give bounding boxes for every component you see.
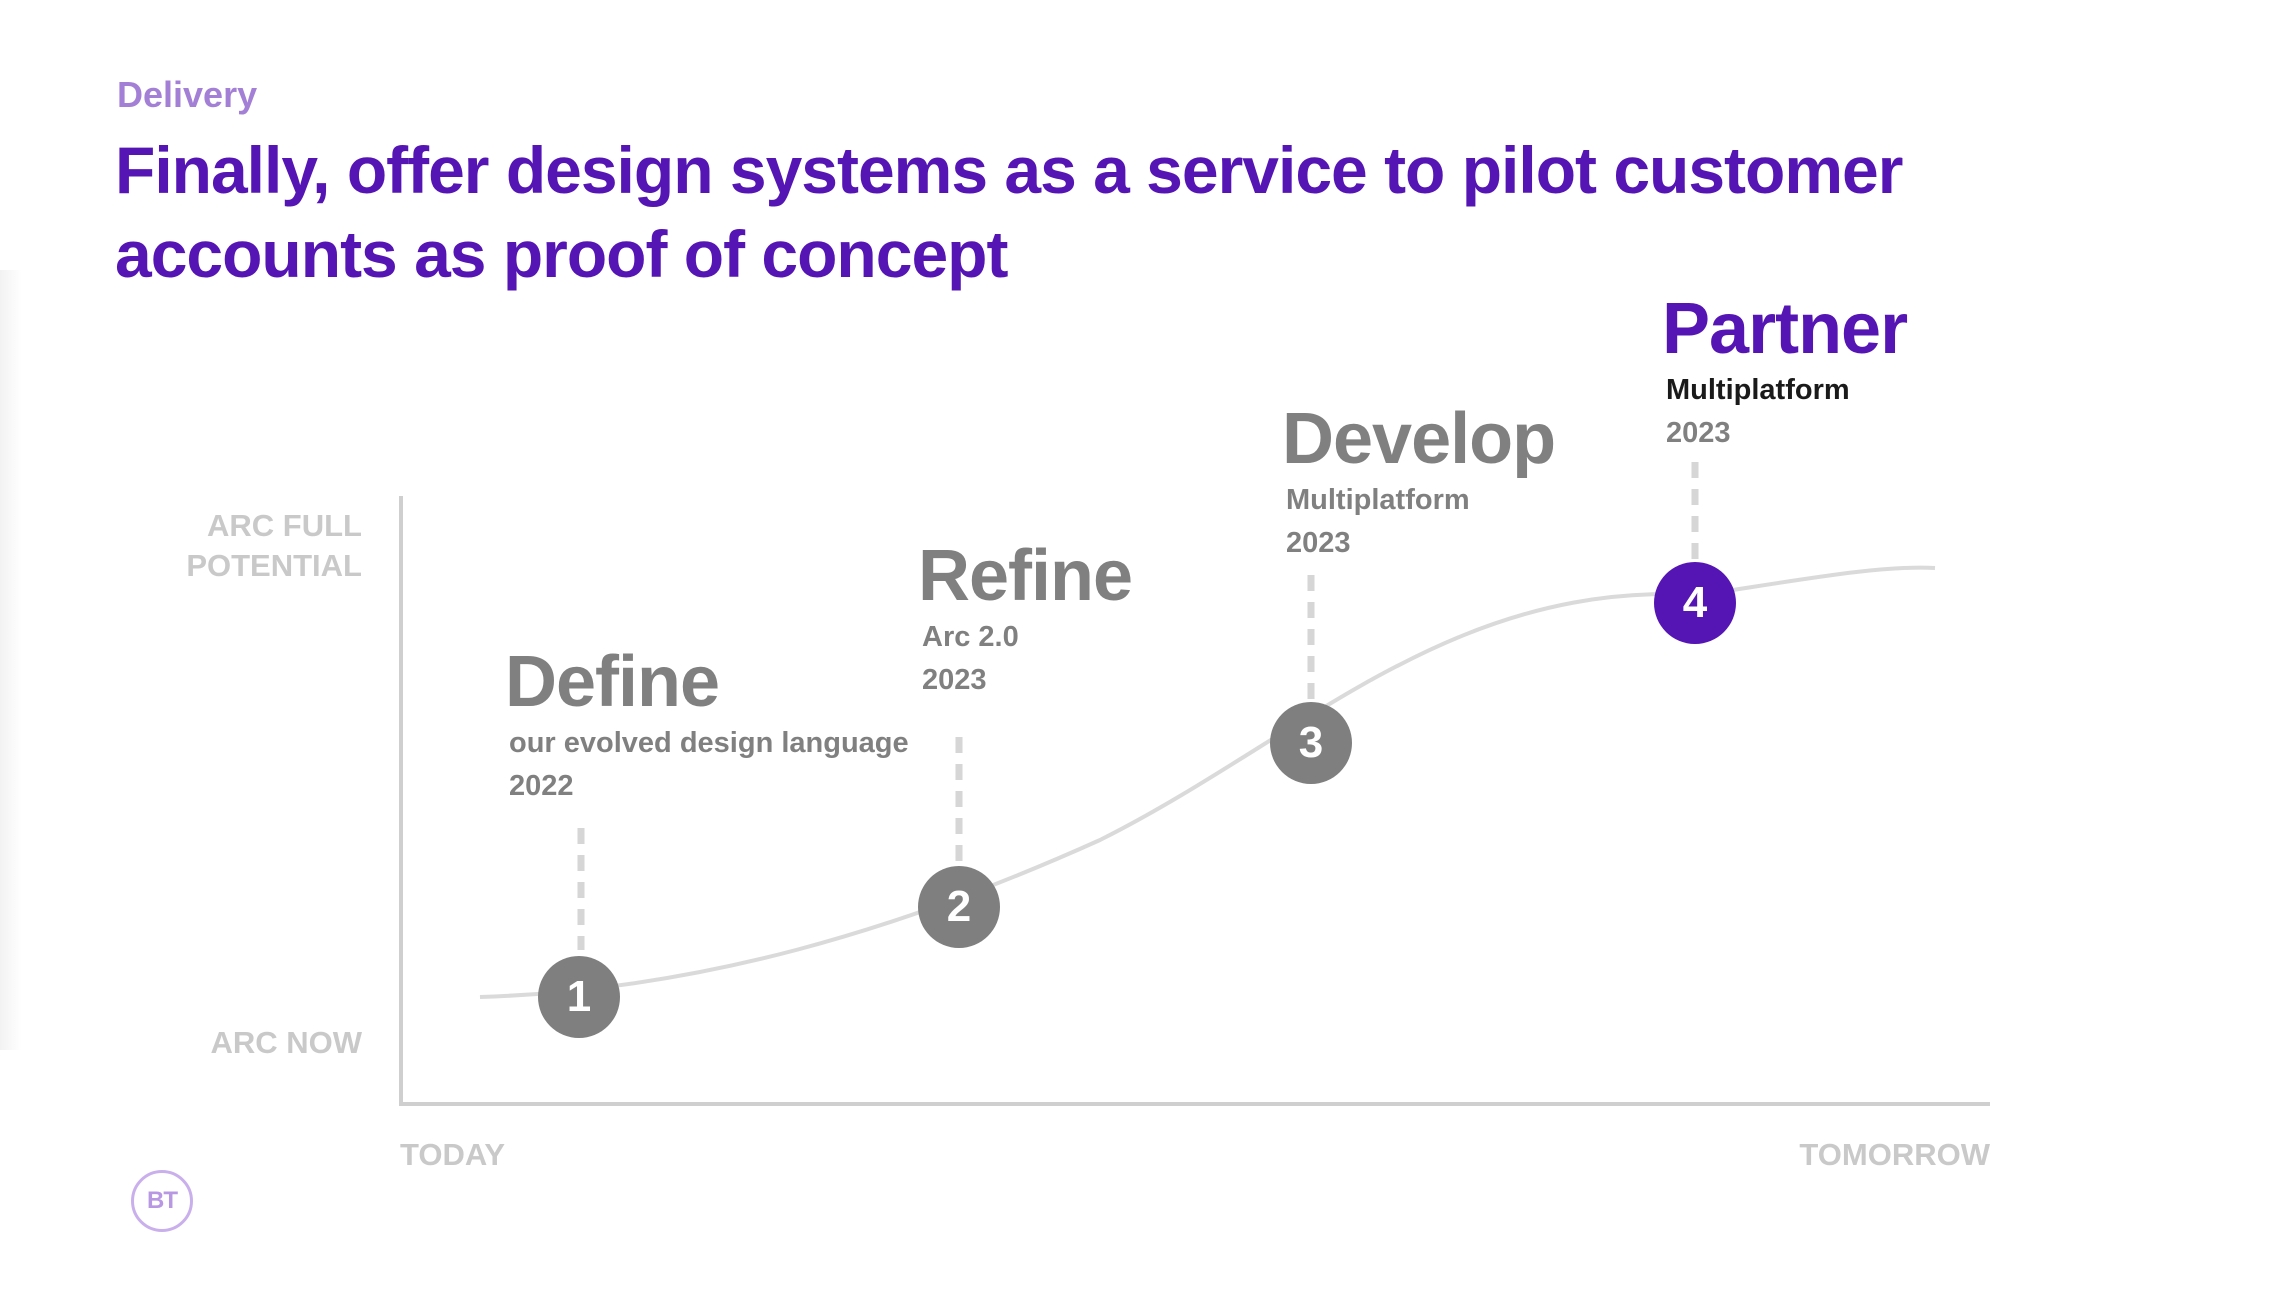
x-axis-right-label: TOMORROW (1799, 1137, 1990, 1172)
page-title: Finally, offer design systems as a servi… (115, 133, 1903, 291)
stage-develop: Develop Multiplatform 2023 (1282, 399, 1556, 565)
stage-name: Refine (918, 536, 1133, 616)
stage-node-1: 1 (538, 956, 620, 1038)
stage-name: Define (505, 642, 720, 722)
stage-year: 2022 (509, 770, 574, 802)
x-axis-left-label: TODAY (400, 1137, 506, 1172)
stage-year: 2023 (922, 664, 987, 696)
stage-subtitle: Multiplatform (1666, 374, 1850, 406)
stage-name: Partner (1662, 289, 1908, 369)
stage-node-2: 2 (918, 866, 1000, 948)
stage-refine: Refine Arc 2.0 2023 (918, 536, 1133, 702)
stage-subtitle: our evolved design language (509, 727, 909, 759)
axis-lines (399, 496, 1990, 1106)
section-eyebrow: Delivery (117, 74, 258, 115)
stage-subtitle: Arc 2.0 (922, 621, 1019, 653)
y-axis-top-label-line1: ARC FULL (207, 508, 362, 543)
y-axis-bottom-label: ARC NOW (210, 1025, 362, 1060)
stage-name: Develop (1282, 399, 1556, 479)
stage-year: 2023 (1666, 417, 1731, 449)
stage-node-3: 3 (1270, 702, 1352, 784)
stage-year: 2023 (1286, 527, 1351, 559)
left-edge-shadow (0, 270, 22, 1050)
bt-logo: BT (131, 1170, 193, 1232)
y-axis-top-label-line2: POTENTIAL (186, 548, 362, 583)
y-axis-top-label: ARC FULL POTENTIAL (186, 506, 362, 586)
stage-define: Define our evolved design language 2022 (505, 642, 909, 808)
stage-node-4: 4 (1654, 562, 1736, 644)
stage-partner: Partner Multiplatform 2023 (1662, 289, 1908, 455)
stage-subtitle: Multiplatform (1286, 484, 1470, 516)
